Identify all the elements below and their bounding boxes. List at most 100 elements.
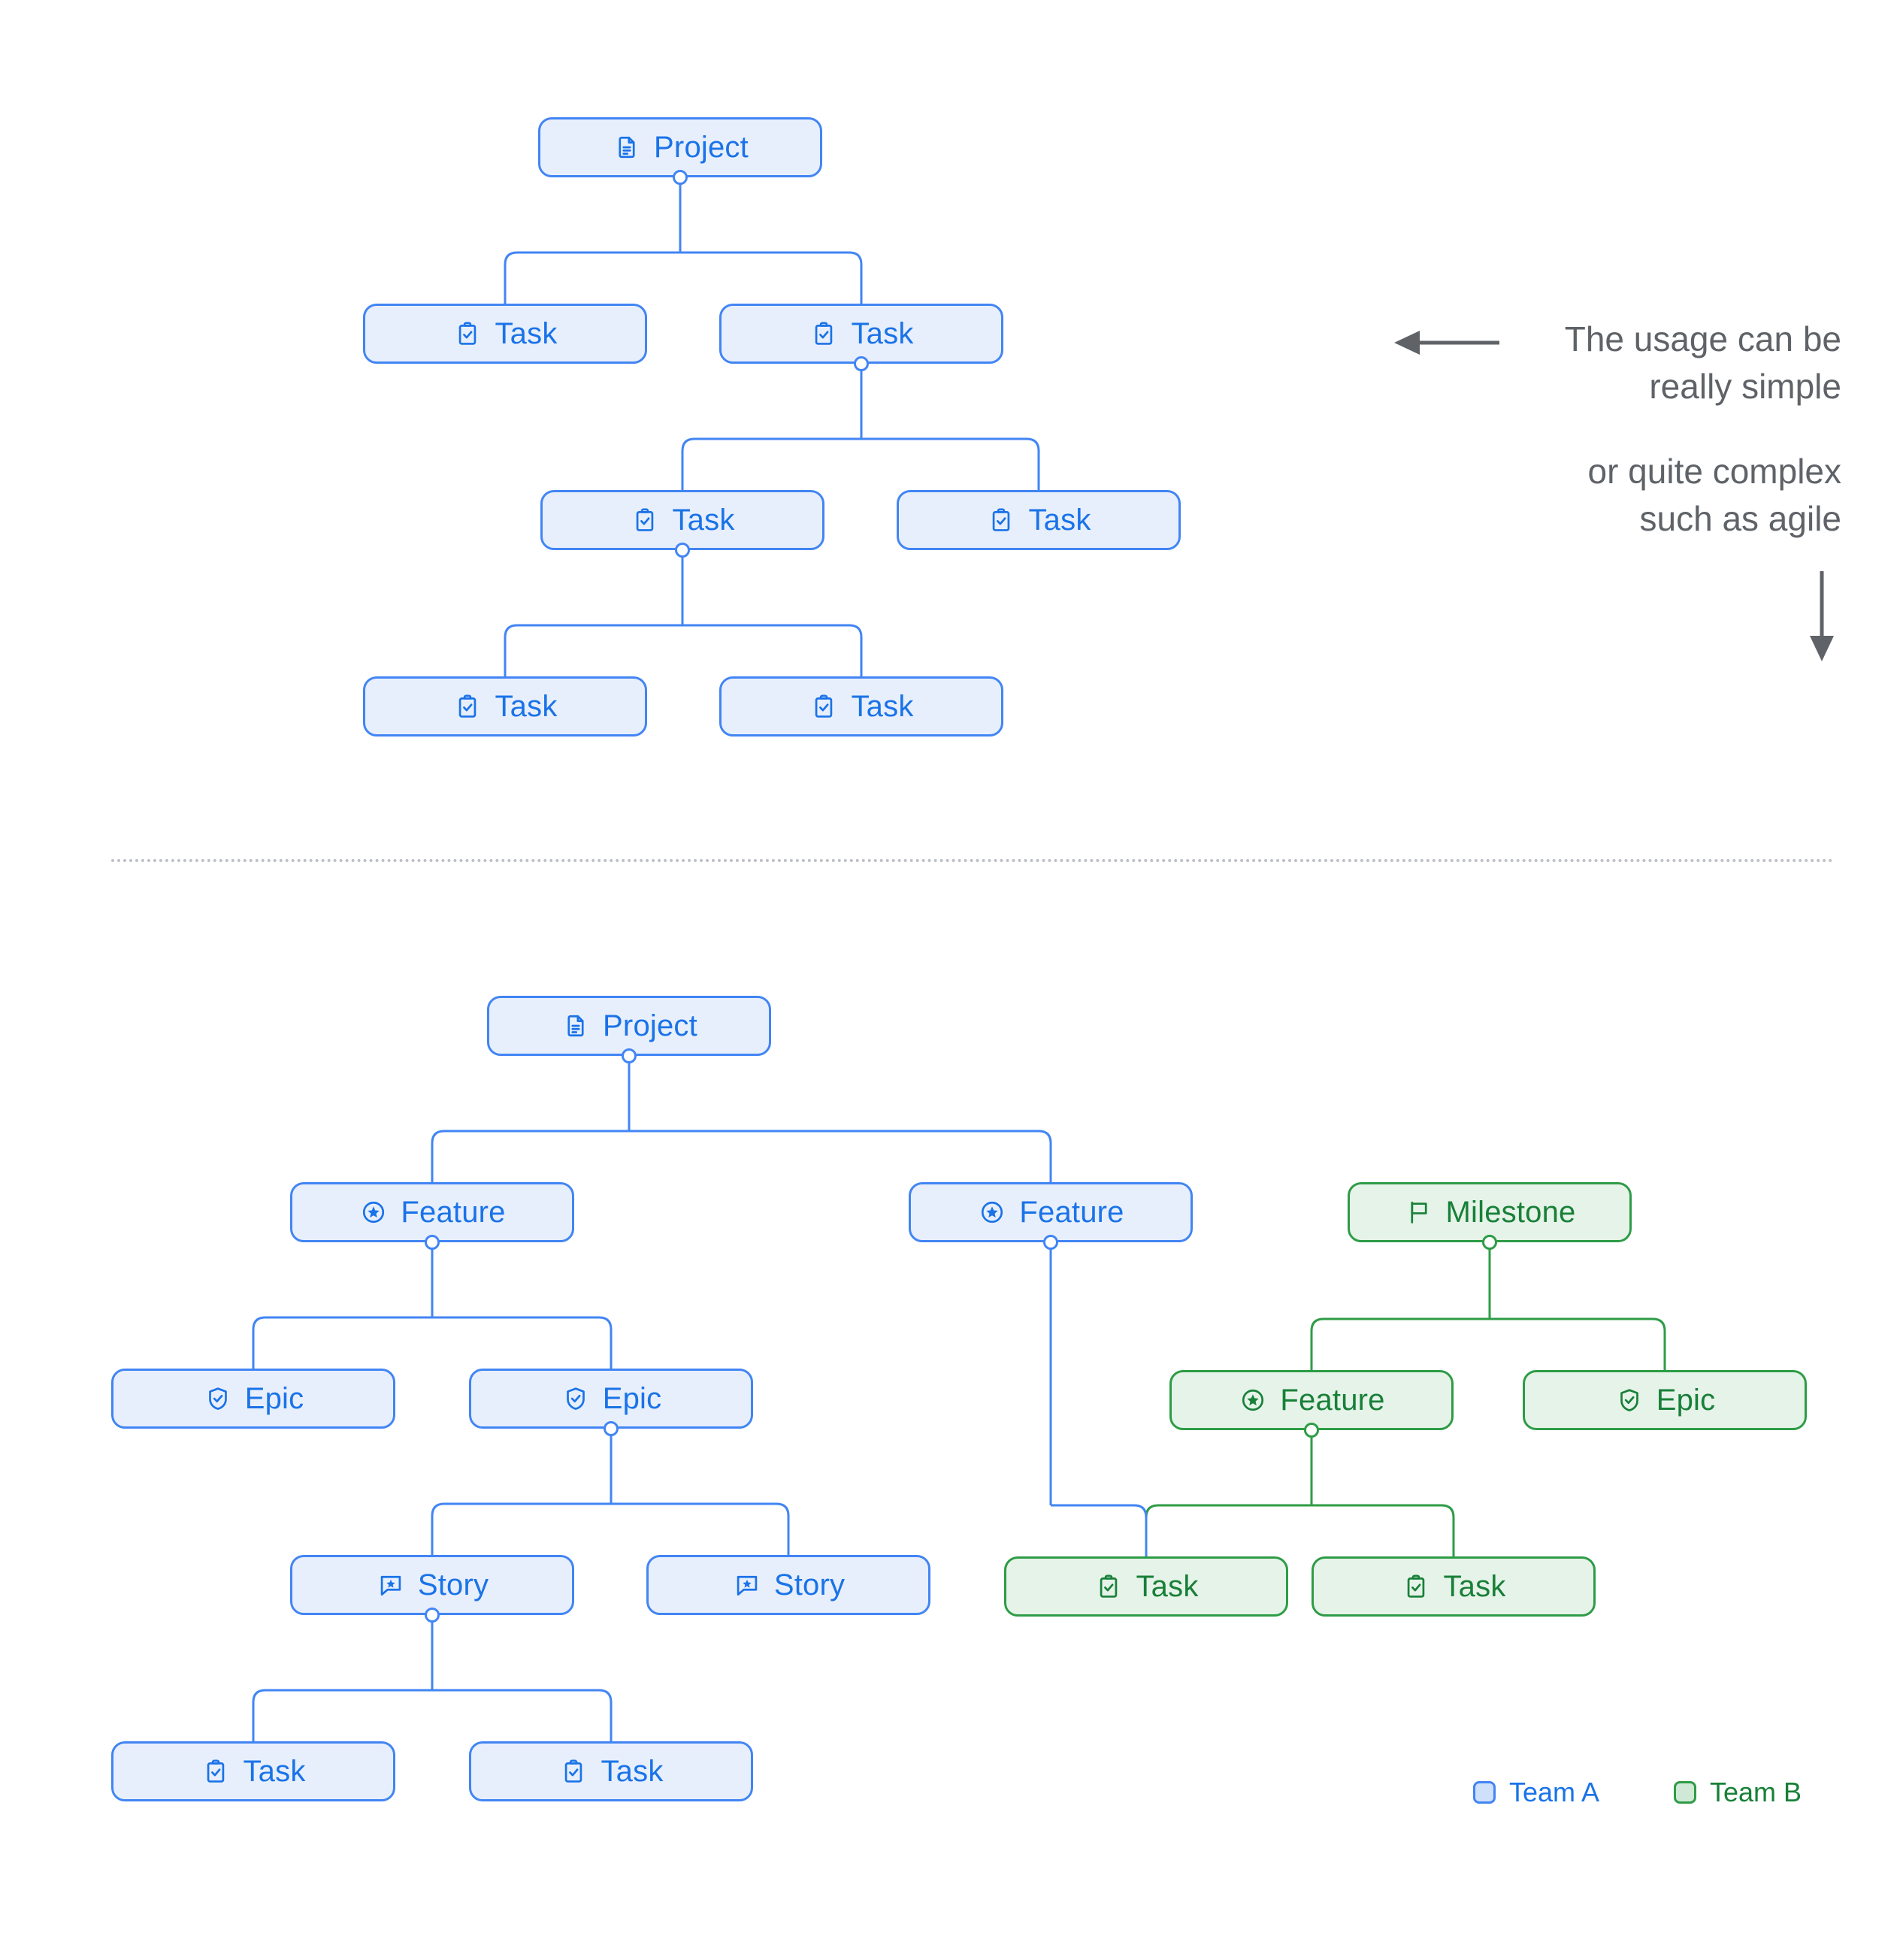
edge-connector bbox=[432, 1689, 613, 1741]
node-task[interactable]: Task bbox=[111, 1741, 395, 1801]
node-task[interactable]: Task bbox=[363, 676, 647, 737]
clipboard-check-icon bbox=[809, 319, 839, 349]
node-epic[interactable]: Epic bbox=[469, 1369, 753, 1429]
annotation-text-2: or quite complex such as agile bbox=[1473, 448, 1842, 542]
edge-connector bbox=[1145, 1504, 1312, 1556]
edge-connector bbox=[1051, 1504, 1148, 1556]
node-connector-port bbox=[1304, 1423, 1319, 1438]
legend-label-team-b: Team B bbox=[1710, 1777, 1802, 1807]
edge-connector bbox=[504, 624, 682, 676]
legend-item-team-a: Team A bbox=[1473, 1777, 1599, 1808]
shield-check-icon bbox=[203, 1384, 233, 1414]
node-project[interactable]: Project bbox=[538, 117, 822, 177]
node-feature[interactable]: Feature bbox=[909, 1182, 1193, 1242]
node-feature[interactable]: Feature bbox=[290, 1182, 574, 1242]
node-feature[interactable]: Feature bbox=[1169, 1370, 1454, 1430]
edge-connector bbox=[1310, 1317, 1490, 1370]
legend-label-team-a: Team A bbox=[1509, 1777, 1600, 1807]
node-label: Task bbox=[851, 690, 914, 723]
node-label: Story bbox=[417, 1568, 489, 1602]
edge-connector bbox=[431, 1502, 611, 1555]
circle-star-icon bbox=[359, 1197, 389, 1227]
node-label: Task bbox=[1443, 1570, 1506, 1603]
node-epic[interactable]: Epic bbox=[1523, 1370, 1807, 1430]
node-task[interactable]: Task bbox=[1004, 1556, 1288, 1617]
node-task[interactable]: Task bbox=[540, 490, 824, 550]
node-label: Milestone bbox=[1445, 1196, 1576, 1229]
clipboard-check-icon bbox=[558, 1756, 588, 1786]
clipboard-check-icon bbox=[452, 691, 483, 721]
edge-connector bbox=[1490, 1317, 1666, 1370]
node-connector-port bbox=[425, 1235, 440, 1250]
node-project[interactable]: Project bbox=[487, 996, 771, 1056]
circle-star-icon bbox=[977, 1197, 1007, 1227]
node-label: Task bbox=[851, 317, 914, 350]
node-task[interactable]: Task bbox=[1312, 1556, 1596, 1617]
node-label: Story bbox=[773, 1568, 846, 1602]
node-label: Task bbox=[495, 690, 558, 723]
clipboard-check-icon bbox=[201, 1756, 231, 1786]
edge-connector bbox=[252, 1316, 432, 1369]
node-epic[interactable]: Epic bbox=[111, 1369, 395, 1429]
node-connector-port bbox=[675, 543, 690, 558]
node-connector-port bbox=[425, 1608, 440, 1623]
flag-icon bbox=[1404, 1197, 1434, 1227]
clipboard-check-icon bbox=[809, 691, 839, 721]
clipboard-check-icon bbox=[1094, 1571, 1124, 1602]
clipboard-check-icon bbox=[630, 505, 660, 535]
arrow-down-icon bbox=[1810, 571, 1834, 661]
section-divider bbox=[111, 859, 1834, 862]
node-story[interactable]: Story bbox=[290, 1555, 574, 1615]
node-task[interactable]: Task bbox=[469, 1741, 753, 1801]
node-label: Project bbox=[654, 131, 749, 164]
node-label: Task bbox=[495, 317, 558, 350]
document-icon bbox=[612, 132, 642, 162]
node-connector-port bbox=[854, 356, 869, 371]
shield-check-icon bbox=[1614, 1385, 1644, 1415]
edge-connector bbox=[431, 1130, 629, 1182]
node-connector-port bbox=[604, 1421, 619, 1436]
node-story[interactable]: Story bbox=[646, 1555, 930, 1615]
node-connector-port bbox=[673, 170, 688, 185]
edge-connector bbox=[1312, 1504, 1455, 1556]
node-label: Task bbox=[672, 504, 735, 537]
square-swatch-green-icon bbox=[1674, 1781, 1696, 1804]
edge-connector bbox=[432, 1316, 613, 1369]
annotation-text: The usage can be really simple bbox=[1473, 316, 1841, 410]
document-icon bbox=[561, 1011, 591, 1041]
node-label: Epic bbox=[602, 1382, 662, 1415]
edge-connector bbox=[680, 251, 863, 304]
node-task[interactable]: Task bbox=[719, 304, 1003, 364]
node-label: Task bbox=[601, 1755, 664, 1788]
node-connector-port bbox=[1482, 1235, 1497, 1250]
clipboard-check-icon bbox=[986, 505, 1016, 535]
node-label: Project bbox=[603, 1009, 697, 1042]
edge-connector bbox=[682, 624, 863, 676]
node-task[interactable]: Task bbox=[897, 490, 1181, 550]
legend-item-team-b: Team B bbox=[1674, 1777, 1802, 1808]
edge-connector bbox=[504, 251, 680, 304]
clipboard-check-icon bbox=[452, 319, 483, 349]
node-task[interactable]: Task bbox=[719, 676, 1003, 737]
edge-connector bbox=[252, 1689, 432, 1741]
comment-star-icon bbox=[732, 1570, 762, 1600]
node-connector-port bbox=[1043, 1235, 1058, 1250]
node-connector-port bbox=[622, 1048, 637, 1063]
edge-connector bbox=[681, 437, 861, 490]
annotation-line-4: such as agile bbox=[1639, 498, 1842, 538]
circle-star-icon bbox=[1238, 1385, 1268, 1415]
square-swatch-blue-icon bbox=[1473, 1781, 1496, 1804]
node-milestone[interactable]: Milestone bbox=[1348, 1182, 1632, 1242]
edge-connector bbox=[861, 437, 1040, 490]
edge-connector bbox=[629, 1130, 1052, 1182]
node-label: Task bbox=[243, 1755, 306, 1788]
annotation-line-1: The usage can be bbox=[1564, 319, 1841, 358]
arrow-left-icon bbox=[1394, 331, 1499, 355]
node-task[interactable]: Task bbox=[363, 304, 647, 364]
node-label: Feature bbox=[401, 1196, 506, 1229]
edge-connector bbox=[611, 1502, 790, 1555]
clipboard-check-icon bbox=[1401, 1571, 1431, 1602]
node-label: Epic bbox=[1656, 1384, 1716, 1417]
